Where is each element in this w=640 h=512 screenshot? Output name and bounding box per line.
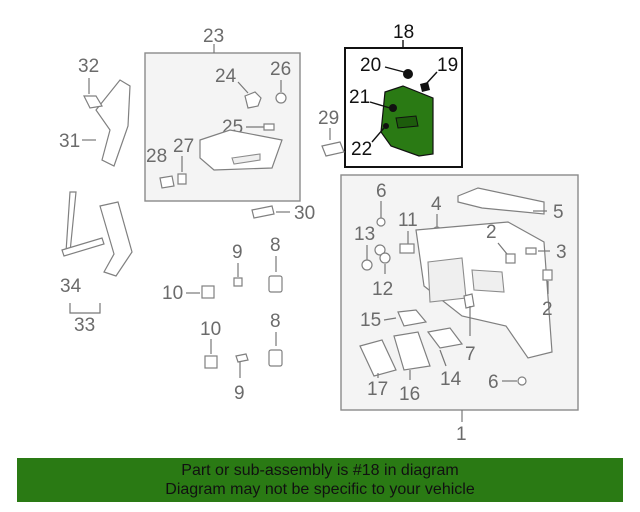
callout-14: 14 [440,369,462,390]
callout-6-upper: 6 [376,181,387,202]
callout-29: 29 [318,108,339,129]
part-7-hook[interactable]: 7 [463,293,476,365]
part-24-clip[interactable]: 24 [215,66,262,109]
part-21-fastener[interactable]: 21 [349,87,397,112]
callout-11: 11 [398,210,418,231]
part-32-handle[interactable]: 32 [78,56,103,109]
callout-7: 7 [465,344,476,365]
part-28-clip[interactable]: 28 [146,146,175,189]
part-9-screw-upper[interactable]: 9 [232,242,243,287]
callout-21: 21 [349,87,370,108]
part-6-pin-lower[interactable]: 6 [488,372,527,393]
part-6-pin-upper[interactable]: 6 [376,181,387,227]
callout-30: 30 [294,203,315,224]
part-17-cover[interactable]: 17 [359,339,397,400]
callout-12: 12 [372,279,393,300]
callout-23: 23 [203,26,224,47]
callout-31: 31 [59,131,80,152]
callout-6-lower: 6 [488,372,499,393]
part-15-grille[interactable]: 15 [360,309,428,331]
part-14-cover[interactable]: 14 [426,327,464,390]
banner-line-1: Part or sub-assembly is #18 in diagram [181,462,459,479]
callout-15: 15 [360,310,381,331]
callout-10-lower: 10 [200,319,221,340]
callout-8-upper: 8 [270,235,281,256]
part-26-push-pin[interactable]: 26 [270,59,291,104]
callout-26: 26 [270,59,291,80]
callout-24: 24 [215,66,237,87]
callout-22: 22 [351,139,372,160]
part-34-wrench[interactable]: 34 [60,191,105,297]
part-10-clip-lower[interactable]: 10 [200,319,221,369]
callout-2-upper: 2 [486,222,497,243]
part-27-retainer[interactable]: 27 [173,136,194,185]
callout-1: 1 [456,424,467,445]
part-8-plug-upper[interactable]: 8 [268,235,283,293]
part-3-retainer[interactable]: 3 [525,242,567,263]
part-12-bumper[interactable]: 12 [372,252,393,300]
part-2-clip-upper[interactable]: 2 [486,222,516,264]
callout-8-lower: 8 [270,311,281,332]
callout-16: 16 [399,384,420,405]
part-10-clip-upper[interactable]: 10 [162,283,215,304]
callout-2-lower: 2 [542,299,553,320]
callout-5: 5 [553,202,564,223]
callout-27: 27 [173,136,194,157]
callout-33: 33 [74,315,95,336]
part-22-clip[interactable]: 22 [351,123,389,160]
callout-18: 18 [393,22,414,43]
part-33-jack-handle[interactable]: 33 [69,201,133,336]
callout-10-upper: 10 [162,283,183,304]
callout-32: 32 [78,56,99,77]
part-31-jack[interactable]: 31 [59,79,131,167]
part-8-plug-lower[interactable]: 8 [268,311,283,367]
part-20-fastener[interactable]: 20 [360,55,413,79]
callout-20: 20 [360,55,381,76]
part-13-bumper[interactable]: 13 [354,224,386,271]
banner-line-2: Diagram may not be specific to your vehi… [165,481,475,498]
part-30-strip[interactable]: 30 [251,203,315,224]
part-16-bezel[interactable]: 16 [393,331,431,405]
callout-9-lower: 9 [234,383,245,404]
callout-3: 3 [556,242,567,263]
callout-34: 34 [60,276,82,297]
part-11-spacer[interactable]: 11 [398,210,418,254]
part-2-clip-lower[interactable]: 2 [542,269,553,320]
callout-9-upper: 9 [232,242,243,263]
callout-17: 17 [367,379,388,400]
callout-4: 4 [431,194,442,215]
info-banner: Part or sub-assembly is #18 in diagram D… [17,458,623,502]
callout-28: 28 [146,146,167,167]
part-29-bracket[interactable]: 29 [318,108,345,157]
part-5-upper-trim[interactable]: 5 [457,187,564,223]
callout-13: 13 [354,224,375,245]
part-9-screw-lower[interactable]: 9 [234,353,249,404]
part-19-fastener[interactable]: 19 [420,55,458,92]
callout-19: 19 [437,55,458,76]
part-trim-panel-23[interactable] [199,129,283,171]
